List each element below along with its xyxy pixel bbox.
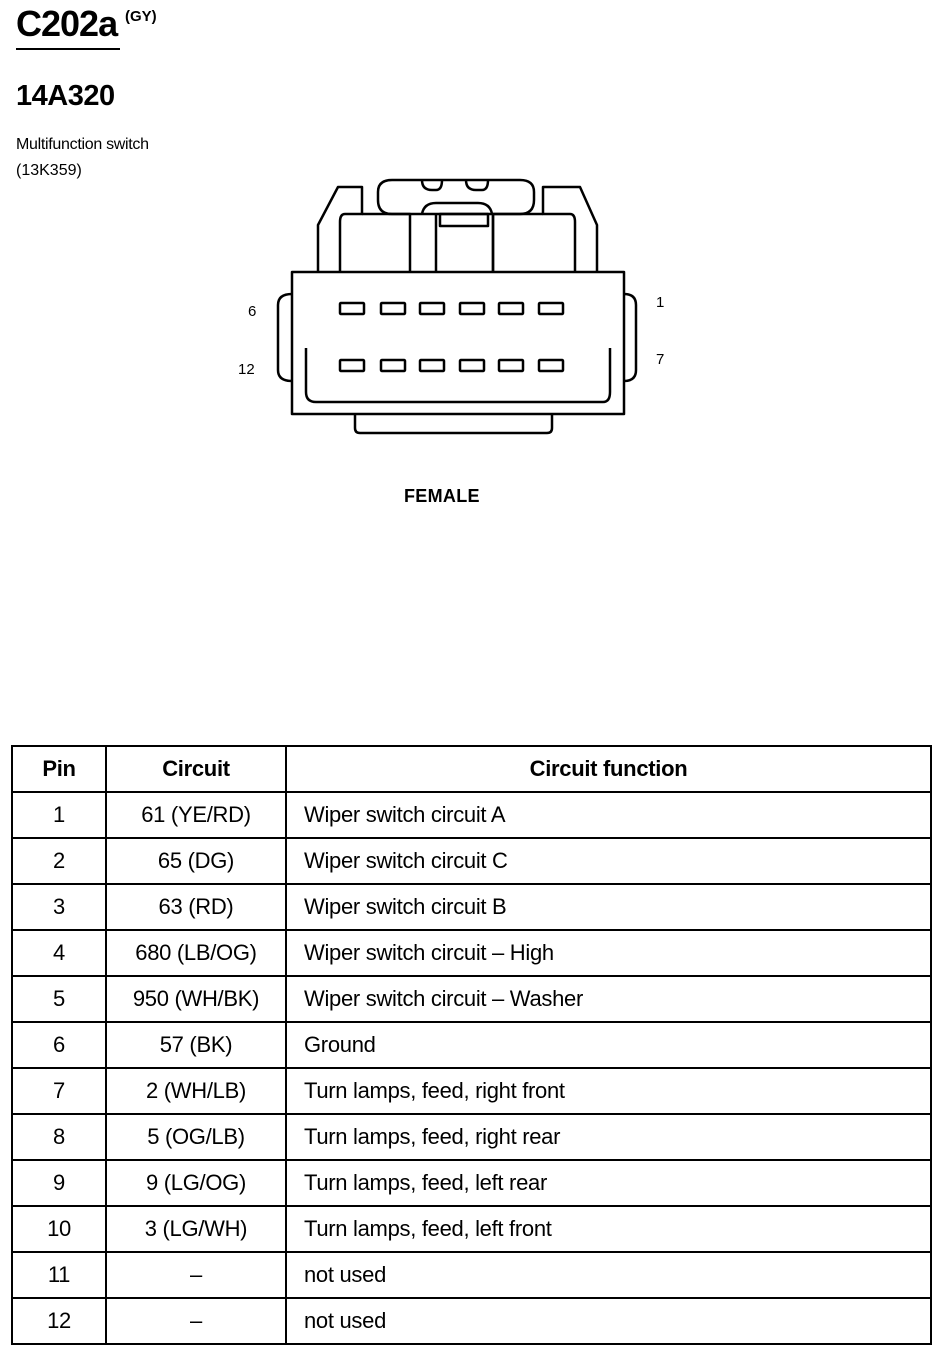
table-row: 2 65 (DG) Wiper switch circuit C	[11, 837, 932, 885]
cavity-10	[418, 358, 446, 373]
table-row: 9 9 (LG/OG) Turn lamps, feed, left rear	[11, 1159, 932, 1207]
function-cell: Wiper switch circuit C	[285, 837, 932, 885]
part-number: 14A320	[16, 80, 115, 112]
pin-label-top-right: 1	[656, 294, 665, 311]
header-circuit: Circuit	[105, 745, 287, 793]
circuit-cell: –	[105, 1297, 287, 1345]
gender-label: FEMALE	[404, 486, 480, 506]
header-pin: Pin	[11, 745, 107, 793]
header-circuit-function: Circuit function	[285, 745, 932, 793]
function-cell: Turn lamps, feed, right rear	[285, 1113, 932, 1161]
table-row: 6 57 (BK) Ground	[11, 1021, 932, 1069]
circuit-cell: –	[105, 1251, 287, 1299]
component-name: Multifunction switch	[16, 136, 149, 153]
pin-label-bottom-left: 12	[238, 361, 255, 378]
circuit-cell: 2 (WH/LB)	[105, 1067, 287, 1115]
table-row: 1 61 (YE/RD) Wiper switch circuit A	[11, 791, 932, 839]
table-row: 7 2 (WH/LB) Turn lamps, feed, right fron…	[11, 1067, 932, 1115]
pin-cell: 10	[11, 1205, 107, 1253]
table-header-row: Pin Circuit Circuit function	[11, 745, 932, 793]
pinout-table: Pin Circuit Circuit function 1 61 (YE/RD…	[11, 745, 932, 1345]
table-row: 8 5 (OG/LB) Turn lamps, feed, right rear	[11, 1113, 932, 1161]
upper-cavity-row	[338, 301, 565, 316]
function-cell: Wiper switch circuit B	[285, 883, 932, 931]
cavity-11	[379, 358, 407, 373]
table-row: 5 950 (WH/BK) Wiper switch circuit – Was…	[11, 975, 932, 1023]
function-cell: Wiper switch circuit A	[285, 791, 932, 839]
circuit-cell: 63 (RD)	[105, 883, 287, 931]
pin-cell: 8	[11, 1113, 107, 1161]
function-cell: not used	[285, 1251, 932, 1299]
pin-cell: 3	[11, 883, 107, 931]
cavity-7	[537, 358, 565, 373]
table-row: 3 63 (RD) Wiper switch circuit B	[11, 883, 932, 931]
function-cell: Wiper switch circuit – Washer	[285, 975, 932, 1023]
function-cell: Turn lamps, feed, left rear	[285, 1159, 932, 1207]
pin-label-bottom-right: 7	[656, 351, 665, 368]
table-row: 11 – not used	[11, 1251, 932, 1299]
cavity-12	[338, 358, 366, 373]
pin-cell: 6	[11, 1021, 107, 1069]
circuit-cell: 3 (LG/WH)	[105, 1205, 287, 1253]
connector-color: (GY)	[125, 8, 157, 25]
connector-bottom-tab	[353, 414, 554, 435]
cavity-2	[497, 301, 525, 316]
cavity-8	[497, 358, 525, 373]
table-row: 4 680 (LB/OG) Wiper switch circuit – Hig…	[11, 929, 932, 977]
connector-inner-pocket	[304, 348, 612, 404]
function-cell: Turn lamps, feed, right front	[285, 1067, 932, 1115]
circuit-cell: 5 (OG/LB)	[105, 1113, 287, 1161]
cavity-6	[338, 301, 366, 316]
connector-face-diagram	[276, 178, 638, 435]
circuit-cell: 680 (LB/OG)	[105, 929, 287, 977]
top-locking-tab	[376, 178, 536, 216]
cavity-3	[458, 301, 486, 316]
pin-cell: 2	[11, 837, 107, 885]
function-cell: Ground	[285, 1021, 932, 1069]
cavity-9	[458, 358, 486, 373]
circuit-cell: 950 (WH/BK)	[105, 975, 287, 1023]
connector-left-bump	[276, 292, 293, 383]
title-underline	[16, 48, 120, 50]
right-latch-arm	[541, 185, 599, 272]
table-row: 10 3 (LG/WH) Turn lamps, feed, left fron…	[11, 1205, 932, 1253]
pin-label-top-left: 6	[248, 303, 257, 320]
left-latch-arm	[316, 185, 364, 272]
component-code: (13K359)	[16, 162, 82, 179]
circuit-cell: 57 (BK)	[105, 1021, 287, 1069]
cavity-4	[418, 301, 446, 316]
function-cell: Turn lamps, feed, left front	[285, 1205, 932, 1253]
function-cell: Wiper switch circuit – High	[285, 929, 932, 977]
connector-right-bump	[623, 292, 638, 383]
connector-body	[290, 270, 626, 416]
pin-cell: 1	[11, 791, 107, 839]
circuit-cell: 9 (LG/OG)	[105, 1159, 287, 1207]
pin-cell: 11	[11, 1251, 107, 1299]
pin-cell: 12	[11, 1297, 107, 1345]
cavity-1	[537, 301, 565, 316]
connector-title: C202a	[16, 3, 118, 44]
cavity-5	[379, 301, 407, 316]
function-cell: not used	[285, 1297, 932, 1345]
pin-cell: 9	[11, 1159, 107, 1207]
table-row: 12 – not used	[11, 1297, 932, 1345]
pin-cell: 7	[11, 1067, 107, 1115]
pin-cell: 4	[11, 929, 107, 977]
lower-cavity-row	[338, 358, 565, 373]
circuit-cell: 61 (YE/RD)	[105, 791, 287, 839]
pin-cell: 5	[11, 975, 107, 1023]
circuit-cell: 65 (DG)	[105, 837, 287, 885]
